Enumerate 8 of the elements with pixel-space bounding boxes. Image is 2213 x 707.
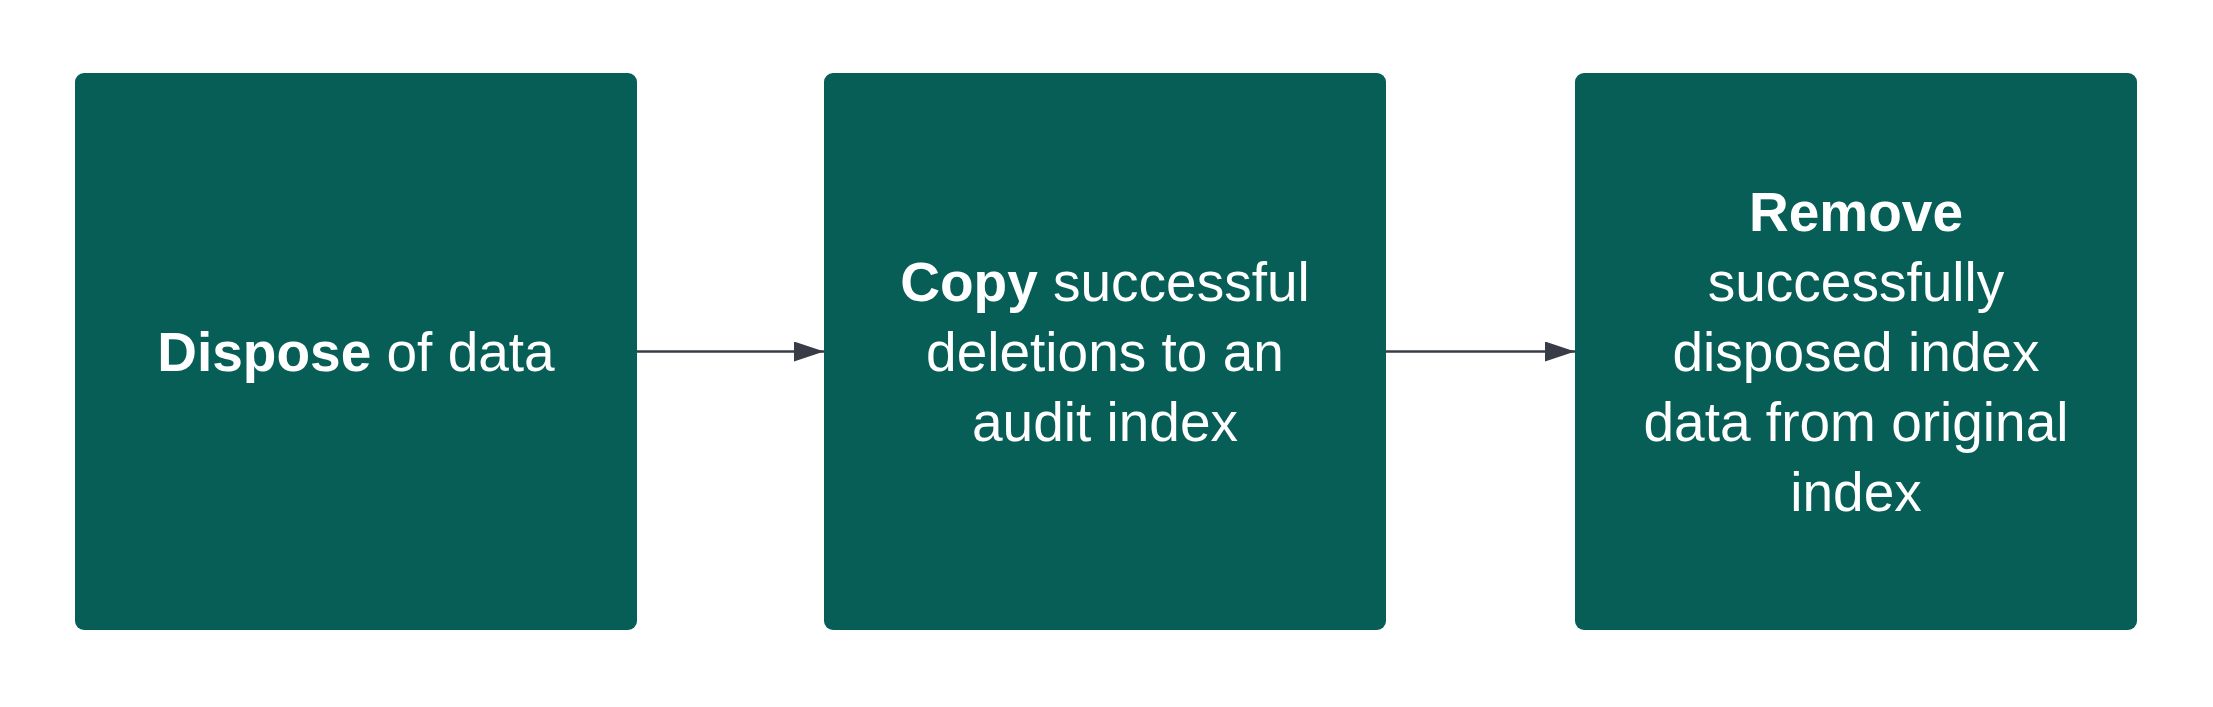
process-box — [75, 73, 637, 630]
process-box — [824, 73, 1386, 630]
process-box — [1575, 73, 2137, 630]
step-text: Dispose of data — [157, 319, 555, 385]
arrow — [637, 341, 824, 362]
arrow — [1386, 341, 1575, 362]
step-text: Remove successfully disposed index data from original index — [1642, 179, 2070, 525]
step-text: Copy successful deletions to an audit index — [899, 249, 1311, 455]
